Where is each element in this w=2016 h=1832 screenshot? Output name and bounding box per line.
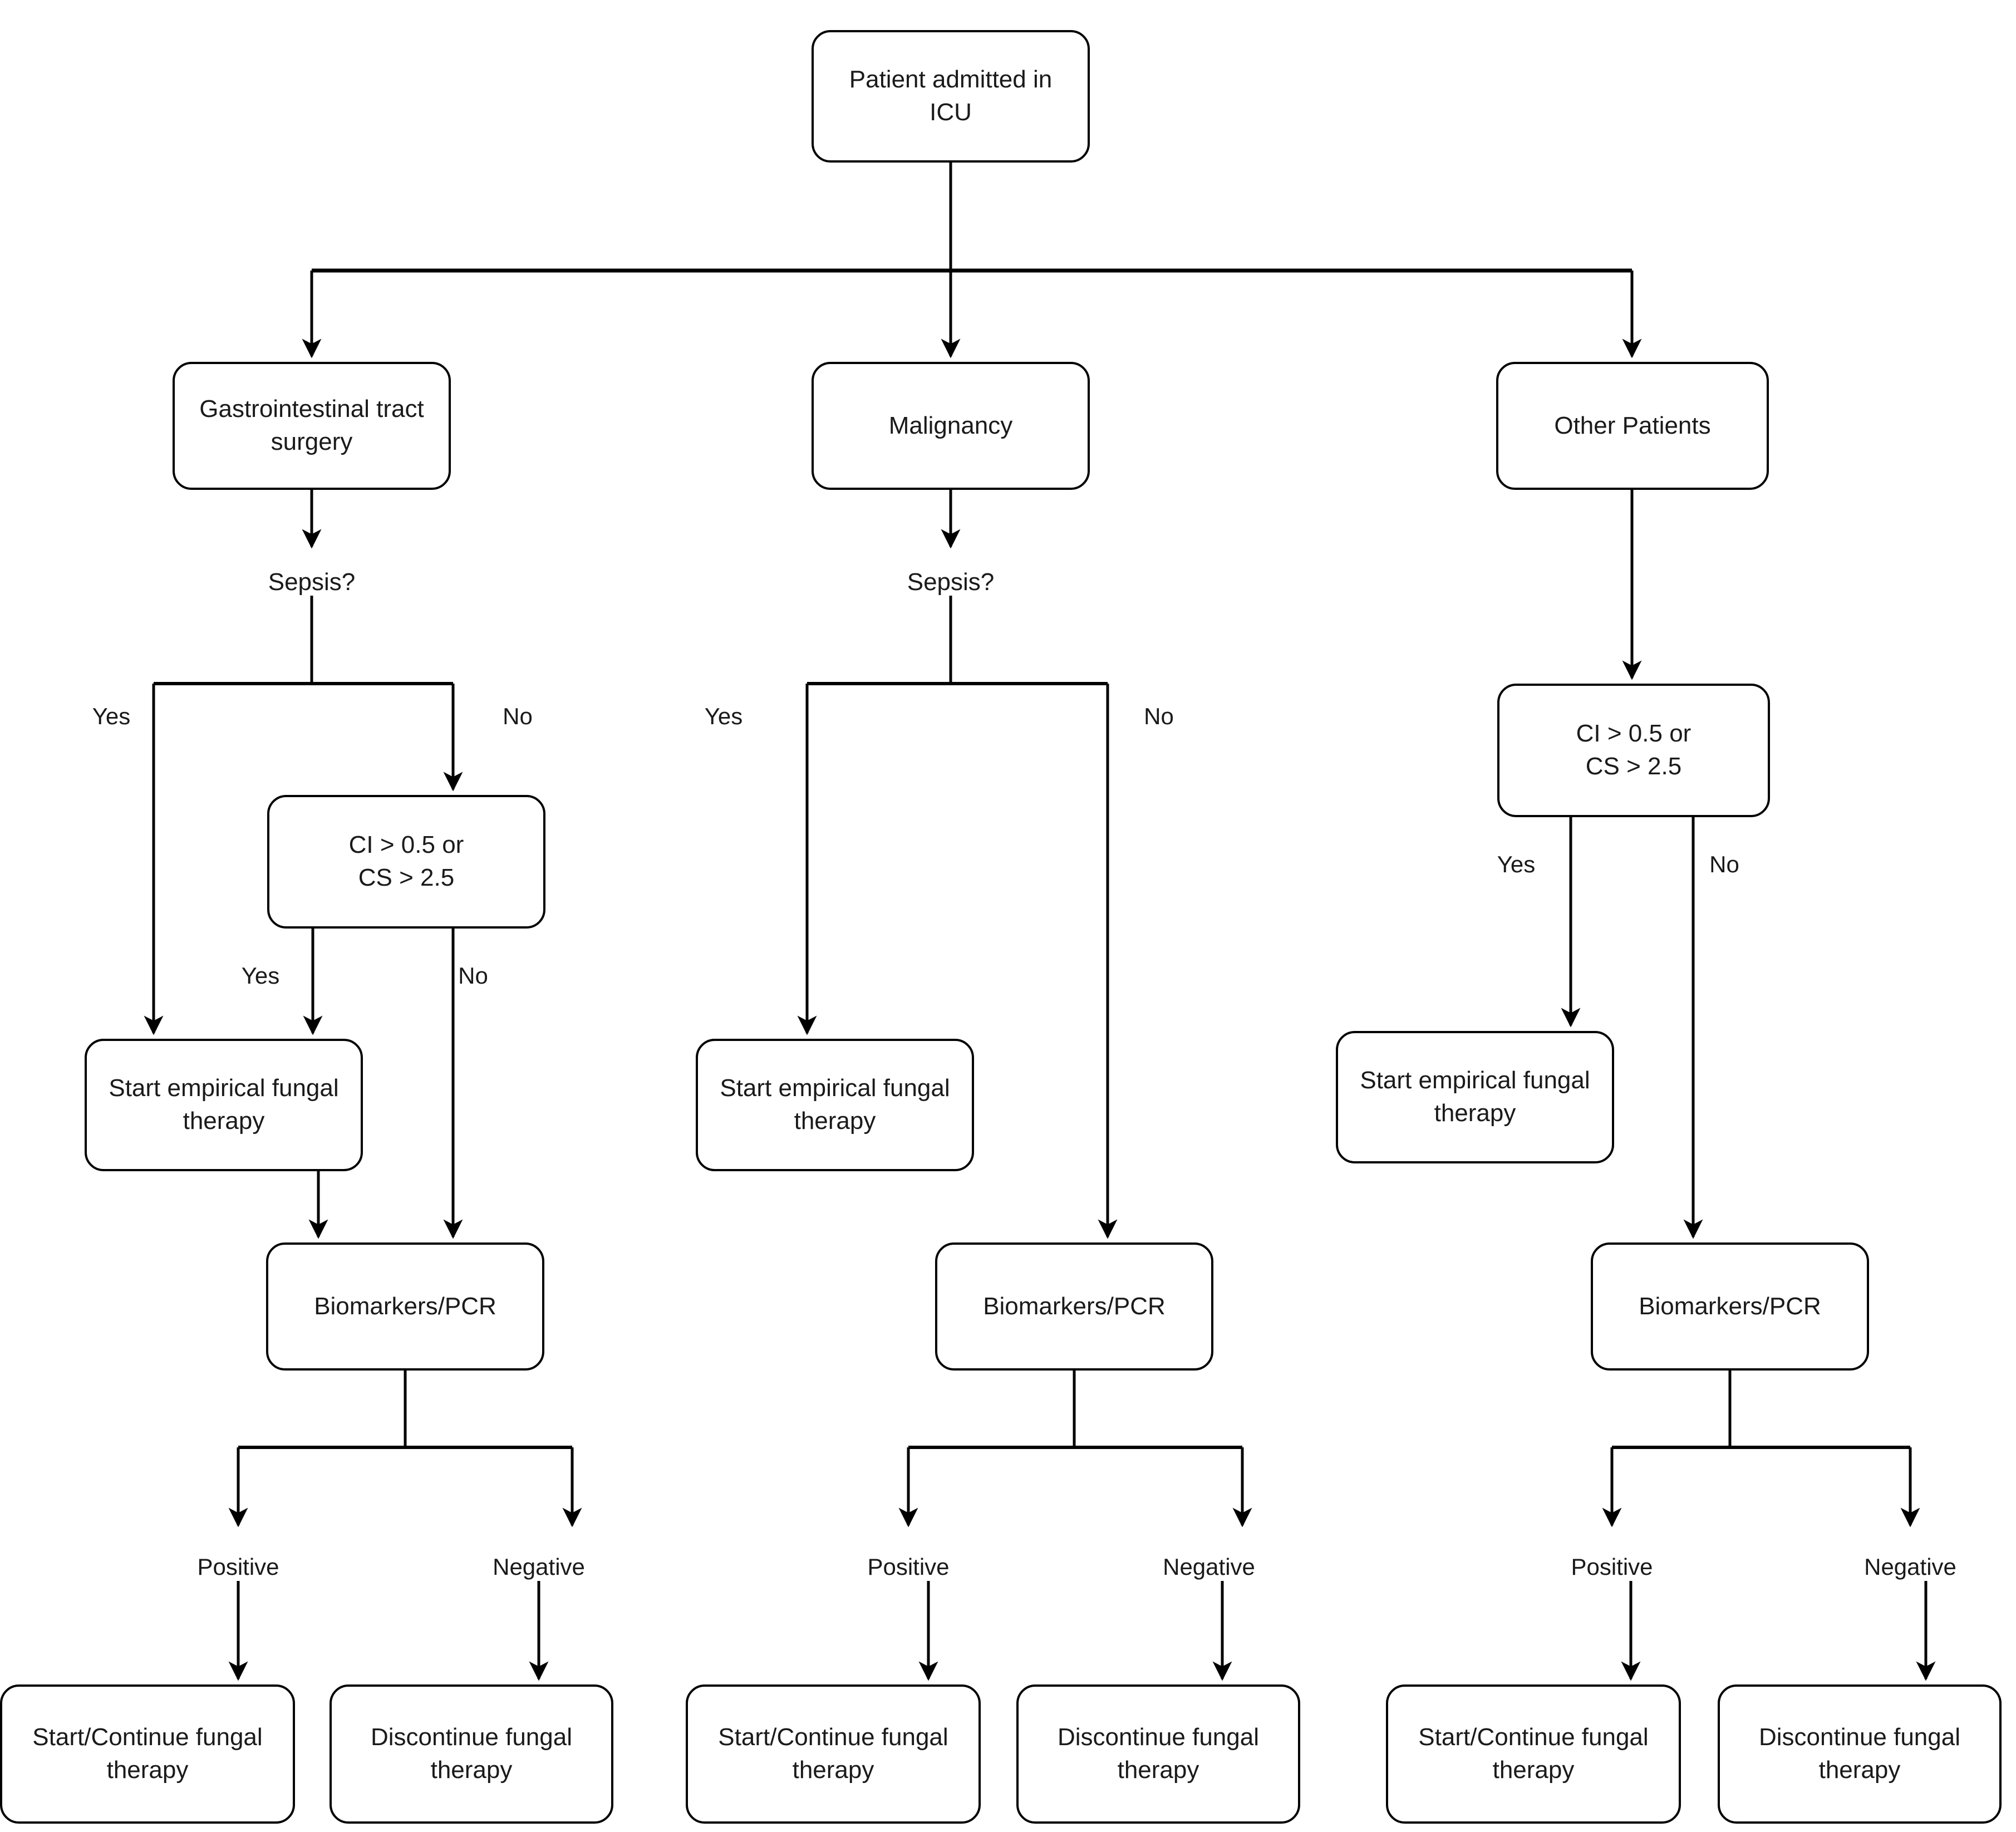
edge-label-gi-sepsis-no: No [503,703,533,729]
edge-label-malignancy-sepsis-yes: Yes [704,703,743,729]
node-patient-admitted-icu[interactable]: Patient admitted in ICU [812,30,1090,163]
edge-label-biomarkers-left-negative: Negative [493,1554,585,1580]
edge-label-biomarkers-right-negative: Negative [1864,1554,1956,1580]
node-ci-cs-threshold-right[interactable]: CI > 0.5 or CS > 2.5 [1497,684,1770,817]
edge-label-gi-ci-no: No [458,962,488,989]
label-sepsis-question-left: Sepsis? [268,568,356,596]
label-sepsis-question-middle: Sepsis? [907,568,995,596]
node-malignancy[interactable]: Malignancy [812,362,1090,490]
edge-label-gi-ci-yes: Yes [241,962,280,989]
node-start-continue-fungal-therapy-left[interactable]: Start/Continue fungal therapy [0,1684,295,1824]
node-start-empirical-fungal-therapy-right[interactable]: Start empirical fungal therapy [1336,1031,1614,1163]
node-biomarkers-pcr-left[interactable]: Biomarkers/PCR [266,1242,544,1371]
node-start-empirical-fungal-therapy-left[interactable]: Start empirical fungal therapy [85,1039,363,1171]
node-ci-cs-threshold-left[interactable]: CI > 0.5 or CS > 2.5 [267,795,545,929]
edge-label-gi-sepsis-yes: Yes [92,703,131,729]
edge-label-biomarkers-middle-positive: Positive [867,1554,950,1580]
node-other-patients[interactable]: Other Patients [1496,362,1769,490]
node-start-empirical-fungal-therapy-middle[interactable]: Start empirical fungal therapy [696,1039,974,1171]
node-start-continue-fungal-therapy-middle[interactable]: Start/Continue fungal therapy [686,1684,981,1824]
node-discontinue-fungal-therapy-middle[interactable]: Discontinue fungal therapy [1016,1684,1300,1824]
node-start-continue-fungal-therapy-right[interactable]: Start/Continue fungal therapy [1386,1684,1681,1824]
edge-label-other-ci-yes: Yes [1497,851,1536,877]
node-discontinue-fungal-therapy-left[interactable]: Discontinue fungal therapy [330,1684,613,1824]
node-discontinue-fungal-therapy-right[interactable]: Discontinue fungal therapy [1718,1684,2002,1824]
edge-label-malignancy-sepsis-no: No [1144,703,1174,729]
node-biomarkers-pcr-right[interactable]: Biomarkers/PCR [1591,1242,1869,1371]
node-gastrointestinal-tract-surgery[interactable]: Gastrointestinal tract surgery [173,362,451,490]
edge-label-biomarkers-right-positive: Positive [1571,1554,1653,1580]
edge-label-biomarkers-left-positive: Positive [197,1554,279,1580]
node-biomarkers-pcr-middle[interactable]: Biomarkers/PCR [935,1242,1213,1371]
edge-label-biomarkers-middle-negative: Negative [1163,1554,1255,1580]
edge-label-other-ci-no: No [1709,851,1739,877]
